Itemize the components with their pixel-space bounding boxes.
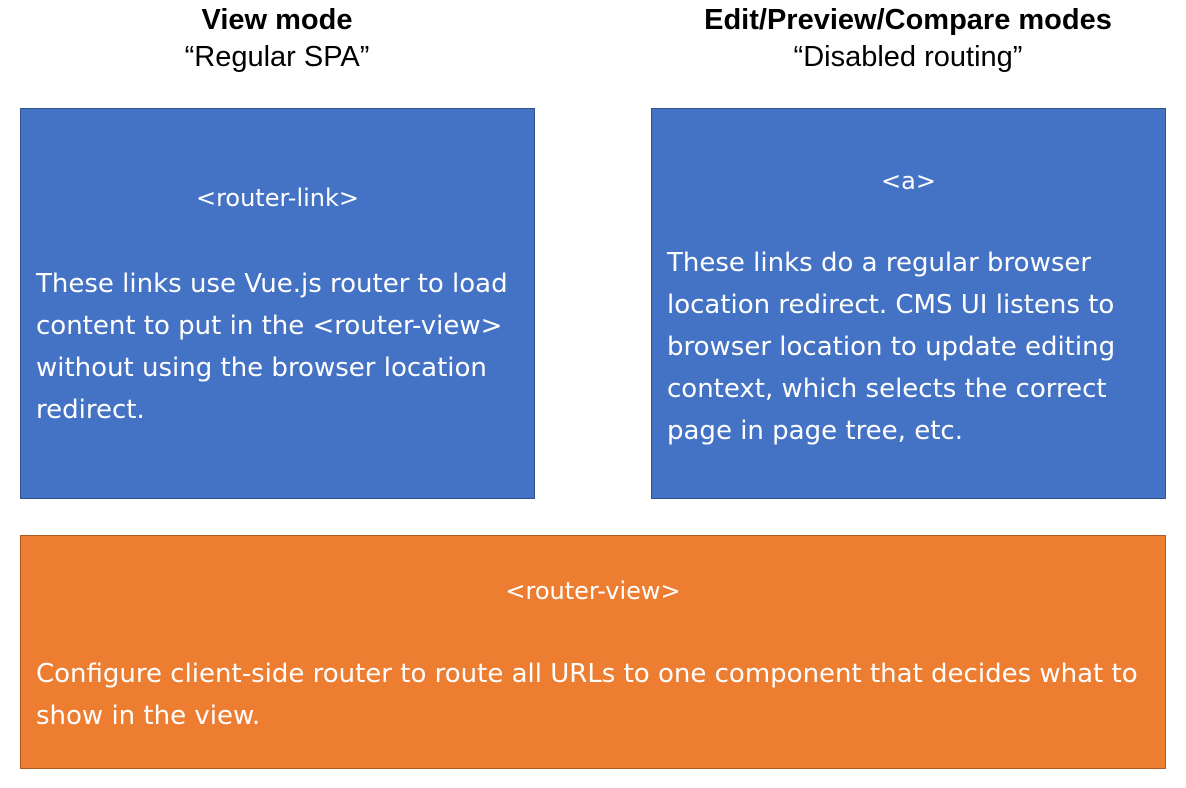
anchor-box-description: These links do a regular browser locatio…: [667, 248, 1116, 446]
edit-modes-title: Edit/Preview/Compare modes: [704, 4, 1112, 36]
view-mode-title: View mode: [201, 4, 353, 36]
router-link-box-description: These links use Vue.js router to load co…: [36, 269, 508, 425]
router-link-box: <router-link> These links use Vue.js rou…: [20, 108, 535, 499]
edit-modes-subtitle: “Disabled routing”: [793, 41, 1023, 73]
view-mode-subtitle: “Regular SPA”: [184, 41, 370, 73]
edit-modes-header: Edit/Preview/Compare modes “Disabled rou…: [640, 4, 1176, 77]
view-mode-header: View mode “Regular SPA”: [80, 4, 474, 77]
router-link-box-title: <router-link>: [195, 184, 360, 212]
anchor-box-title: <a>: [881, 167, 936, 195]
router-view-box: <router-view> Configure client-side rout…: [20, 535, 1166, 769]
anchor-box: <a> These links do a regular browser loc…: [651, 108, 1166, 499]
router-view-box-title: <router-view>: [505, 577, 681, 605]
router-view-box-description: Configure client-side router to route al…: [36, 659, 1138, 731]
